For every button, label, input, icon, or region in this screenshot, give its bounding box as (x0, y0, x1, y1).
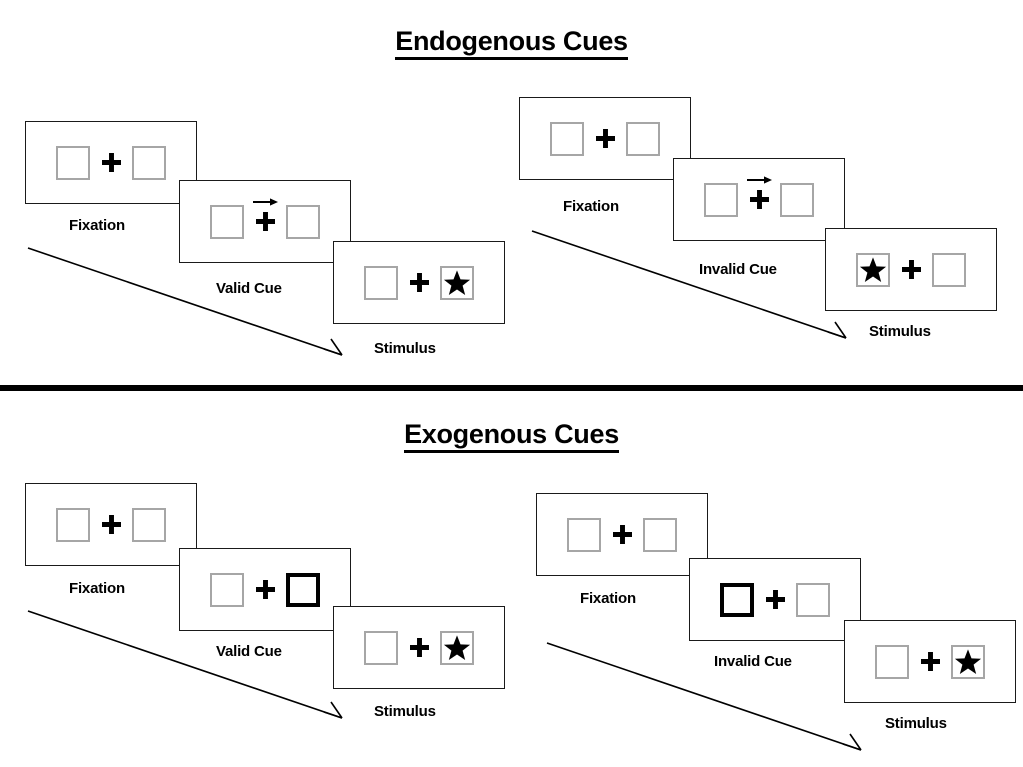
fixation-cross-icon (595, 129, 615, 148)
flow-arrow-endogenous-invalid (531, 230, 847, 339)
panel-exogenous-valid-stimulus (333, 606, 505, 689)
fixation-cross-wrap (90, 153, 132, 172)
caption-endogenous-valid-cue: Valid Cue (216, 280, 282, 297)
fixation-cross-icon (255, 580, 275, 599)
fixation-cross-icon (409, 273, 429, 292)
cue-arrow-right-icon (253, 198, 278, 206)
star-stimulus-icon (443, 634, 471, 660)
target-box-left (364, 630, 398, 665)
fixation-cross-icon (612, 525, 632, 544)
target-box-left-cued (720, 582, 754, 617)
star-stimulus-icon (859, 256, 887, 282)
fixation-cross-wrap (601, 525, 643, 544)
caption-endogenous-valid-stimulus: Stimulus (374, 340, 436, 357)
panel-exogenous-invalid-stimulus (844, 620, 1016, 703)
panel-endogenous-invalid-fixation (519, 97, 691, 180)
fixation-cross-icon (255, 212, 275, 231)
fixation-cross-wrap (909, 652, 951, 671)
panel-endogenous-valid-cue (179, 180, 351, 263)
target-box-right (796, 582, 830, 617)
target-box-right (932, 252, 966, 287)
flow-arrow-endogenous-valid (27, 247, 343, 356)
panel-endogenous-invalid-stimulus (825, 228, 997, 311)
panel-exogenous-valid-fixation (25, 483, 197, 566)
panel-endogenous-invalid-cue (673, 158, 845, 241)
target-box-right (643, 517, 677, 552)
caption-exogenous-invalid-fixation: Fixation (580, 590, 636, 607)
target-box-right (626, 121, 660, 156)
caption-exogenous-valid-cue: Valid Cue (216, 643, 282, 660)
fixation-cross-icon (920, 652, 940, 671)
target-box-right (286, 204, 320, 239)
fixation-cross-wrap (890, 260, 932, 279)
target-box-right (951, 644, 985, 679)
section-title-exogenous-text: Exogenous Cues (404, 419, 619, 453)
fixation-cross-icon (101, 153, 121, 172)
panel-endogenous-valid-stimulus (333, 241, 505, 324)
panel-exogenous-invalid-fixation (536, 493, 708, 576)
flow-arrow-exogenous-invalid (546, 642, 862, 751)
panel-endogenous-valid-fixation (25, 121, 197, 204)
caption-endogenous-invalid-cue: Invalid Cue (699, 261, 777, 278)
target-box-left (56, 145, 90, 180)
caption-endogenous-invalid-fixation: Fixation (563, 198, 619, 215)
target-box-left (704, 182, 738, 217)
target-box-left (364, 265, 398, 300)
target-box-left (210, 204, 244, 239)
fixation-cross-icon (901, 260, 921, 279)
fixation-cross-wrap (584, 129, 626, 148)
fixation-cross-wrap (398, 273, 440, 292)
caption-exogenous-valid-stimulus: Stimulus (374, 703, 436, 720)
caption-exogenous-invalid-stimulus: Stimulus (885, 715, 947, 732)
fixation-cross-icon (409, 638, 429, 657)
fixation-cross-wrap (398, 638, 440, 657)
target-box-right (440, 265, 474, 300)
panel-exogenous-invalid-cue (689, 558, 861, 641)
section-divider (0, 385, 1023, 391)
target-box-left (567, 517, 601, 552)
caption-exogenous-valid-fixation: Fixation (69, 580, 125, 597)
fixation-cross-icon (101, 515, 121, 534)
target-box-right (440, 630, 474, 665)
fixation-cross-wrap (244, 198, 286, 231)
target-box-right-cued (286, 572, 320, 607)
fixation-cross-icon (749, 190, 769, 209)
section-title-exogenous: Exogenous Cues (0, 419, 1023, 453)
caption-exogenous-invalid-cue: Invalid Cue (714, 653, 792, 670)
flow-arrow-exogenous-valid (27, 610, 343, 719)
fixation-cross-wrap (754, 590, 796, 609)
target-box-left (550, 121, 584, 156)
fixation-cross-icon (765, 590, 785, 609)
section-title-endogenous: Endogenous Cues (0, 26, 1023, 60)
star-stimulus-icon (443, 269, 471, 295)
caption-endogenous-valid-fixation: Fixation (69, 217, 125, 234)
star-stimulus-icon (954, 648, 982, 674)
caption-endogenous-invalid-stimulus: Stimulus (869, 323, 931, 340)
section-title-endogenous-text: Endogenous Cues (395, 26, 628, 60)
target-box-left (56, 507, 90, 542)
target-box-left (856, 252, 890, 287)
target-box-left (210, 572, 244, 607)
target-box-right (132, 145, 166, 180)
fixation-cross-wrap (90, 515, 132, 534)
target-box-right (780, 182, 814, 217)
cue-arrow-right-icon (747, 176, 772, 184)
fixation-cross-wrap (738, 176, 780, 209)
target-box-right (132, 507, 166, 542)
panel-exogenous-valid-cue (179, 548, 351, 631)
target-box-left (875, 644, 909, 679)
fixation-cross-wrap (244, 580, 286, 599)
